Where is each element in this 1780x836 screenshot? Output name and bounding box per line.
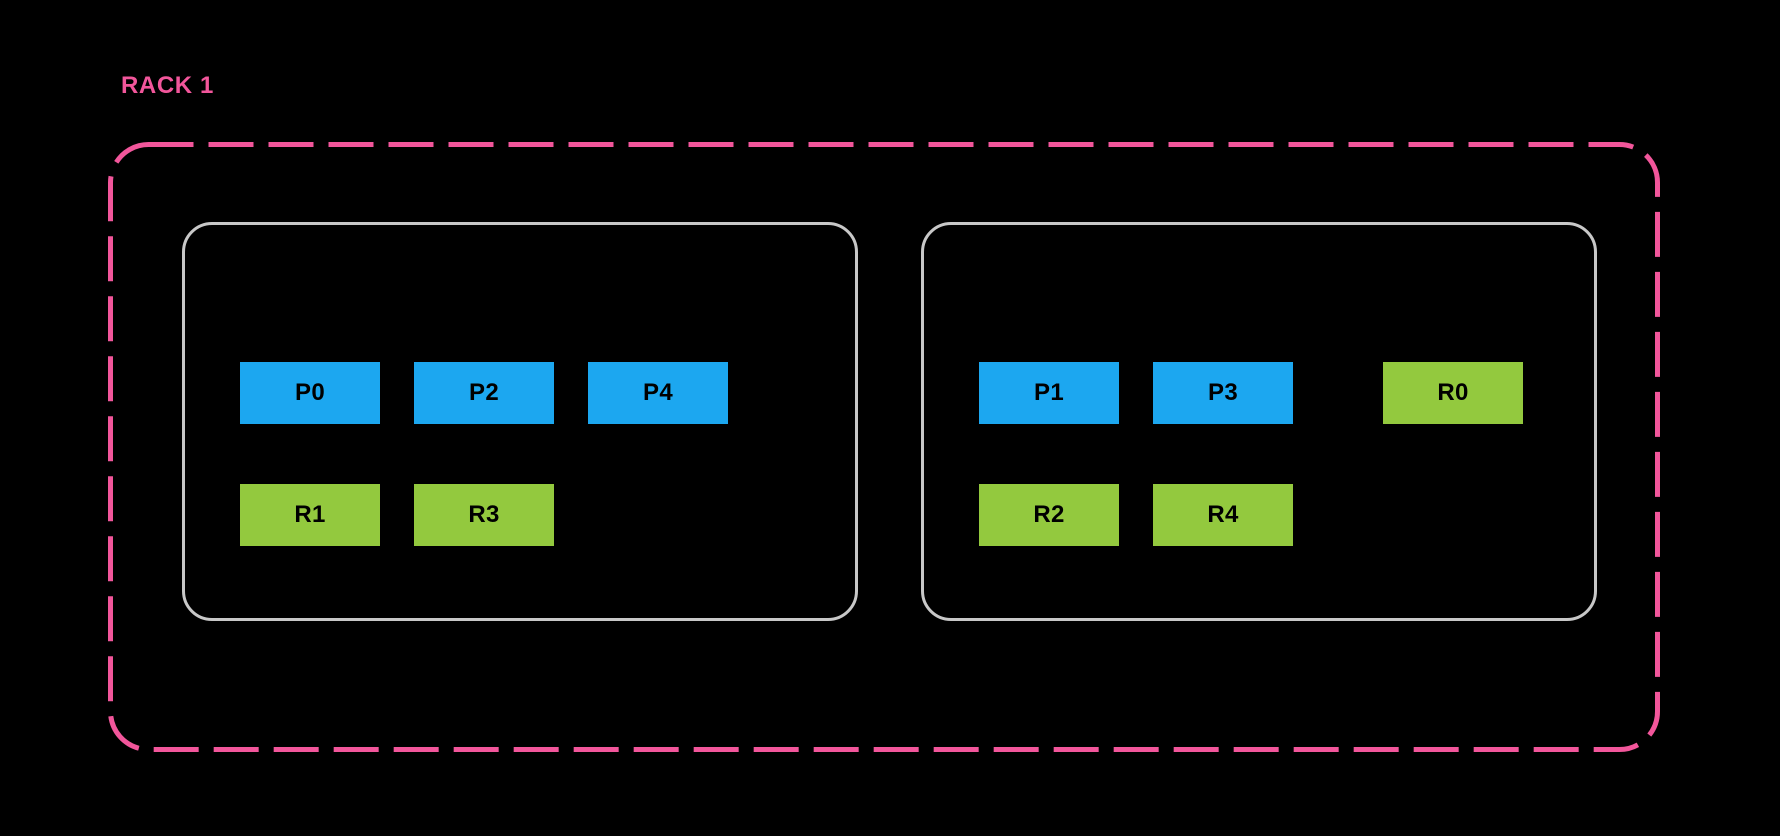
shard-label: R4: [1207, 501, 1239, 528]
shard-box-r1[interactable]: R1: [240, 484, 380, 546]
shard-label: P2: [469, 379, 499, 406]
shard-box-p3[interactable]: P3: [1153, 362, 1293, 424]
shard-label: R0: [1437, 379, 1469, 406]
shard-label: R3: [468, 501, 500, 528]
shard-box-r0[interactable]: R0: [1383, 362, 1523, 424]
shard-box-r2[interactable]: R2: [979, 484, 1119, 546]
shard-label: R1: [294, 501, 326, 528]
shard-label: P0: [295, 379, 325, 406]
shard-box-p0[interactable]: P0: [240, 362, 380, 424]
shard-label: P3: [1208, 379, 1238, 406]
shard-label: P1: [1034, 379, 1064, 406]
shard-box-r3[interactable]: R3: [414, 484, 554, 546]
shard-box-p1[interactable]: P1: [979, 362, 1119, 424]
shard-label: P4: [643, 379, 673, 406]
shard-box-r4[interactable]: R4: [1153, 484, 1293, 546]
rack-label: RACK 1: [121, 72, 214, 99]
shard-label: R2: [1033, 501, 1065, 528]
shard-box-p2[interactable]: P2: [414, 362, 554, 424]
shard-box-p4[interactable]: P4: [588, 362, 728, 424]
